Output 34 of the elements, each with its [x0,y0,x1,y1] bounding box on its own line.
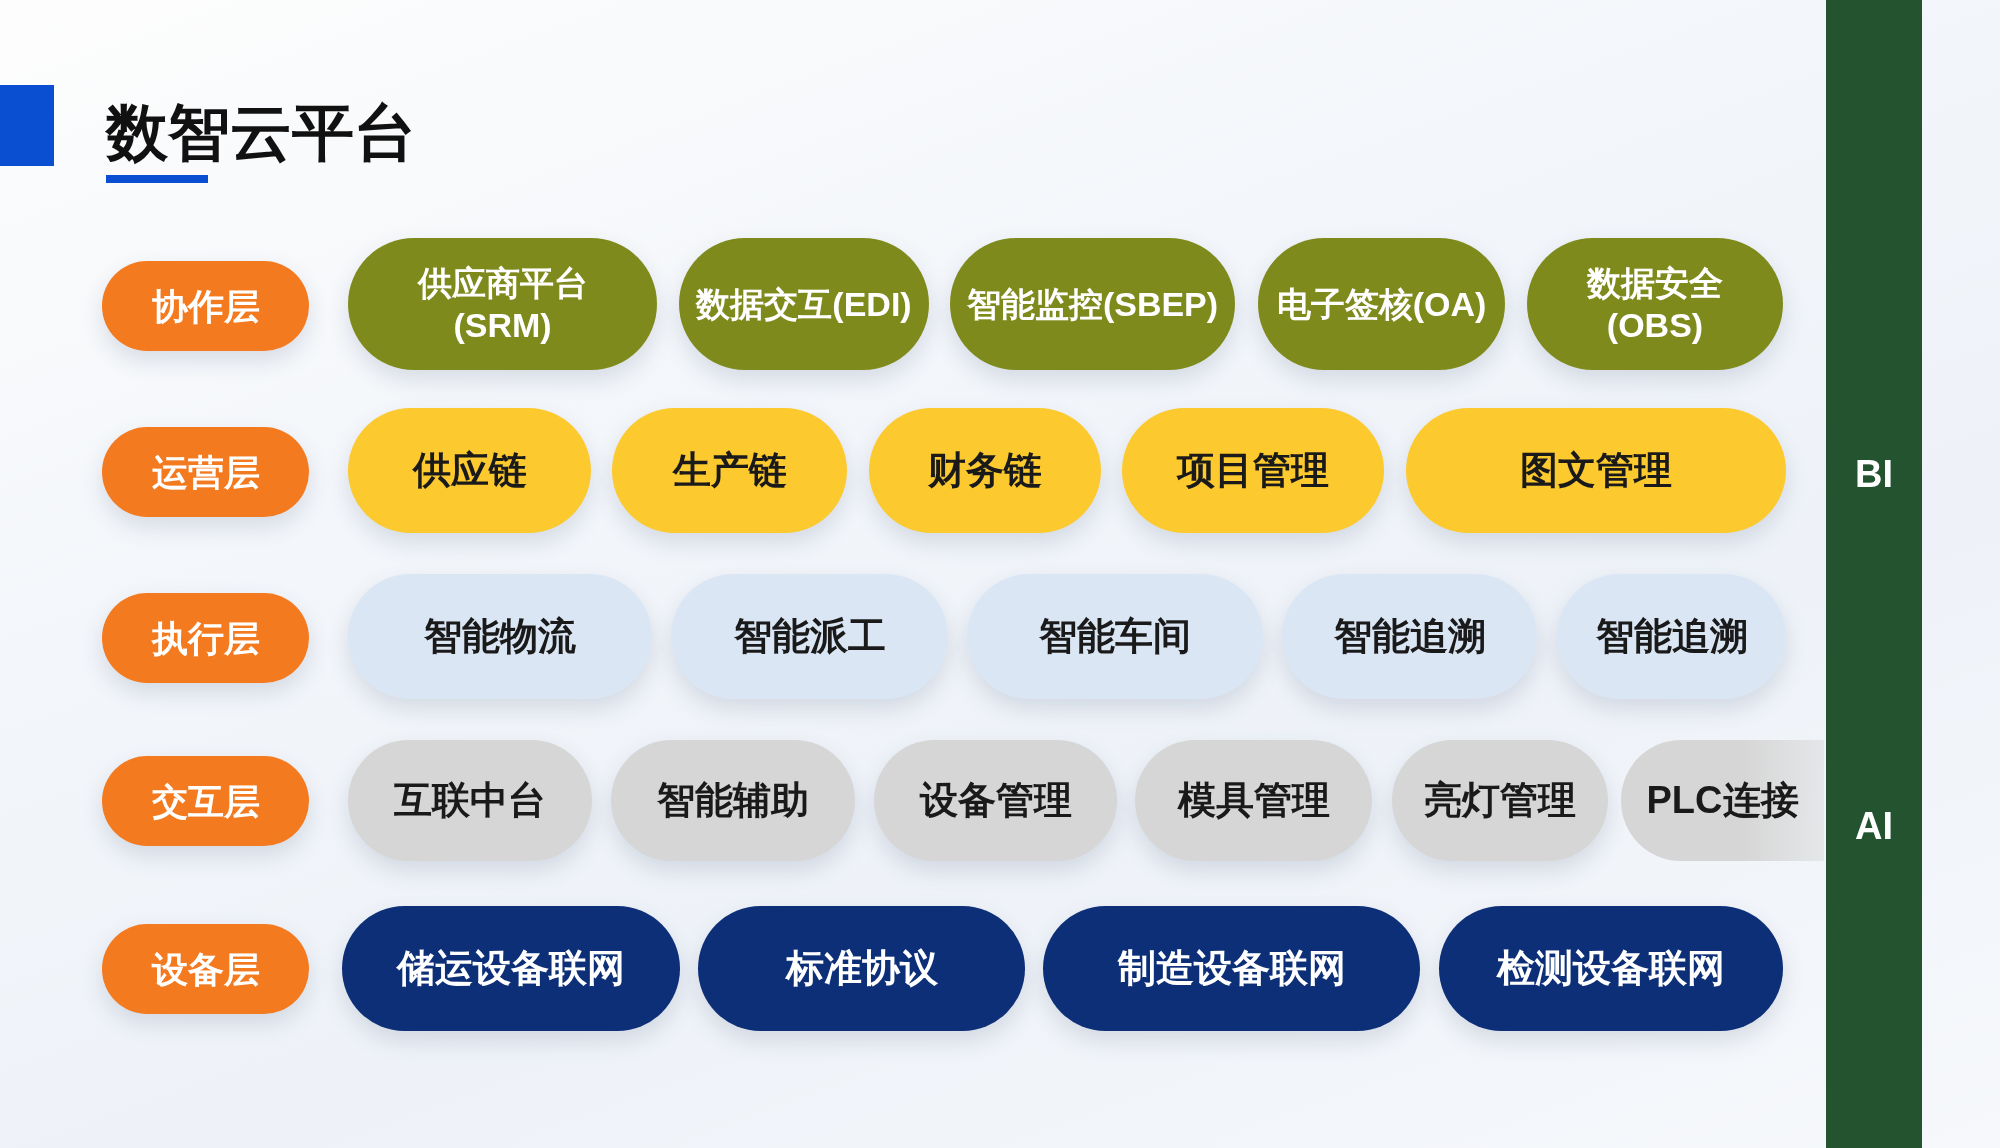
module-chip: 智能辅助 [611,740,855,861]
module-chip: 数据交互(EDI) [679,238,929,370]
layer-label: 执行层 [102,593,309,683]
module-chip: 数据安全(OBS) [1527,238,1783,370]
layer-label: 协作层 [102,261,309,351]
module-chip: 智能追溯 [1557,574,1786,699]
module-chip: 智能车间 [967,574,1263,699]
module-chip: 供应链 [348,408,591,533]
module-chip: 模具管理 [1135,740,1372,861]
band-label: BI [1854,452,1894,497]
side-band [1826,0,1922,1148]
module-chip: PLC连接 [1621,740,1824,861]
module-chip: 标准协议 [698,906,1025,1031]
module-chip: 财务链 [869,408,1101,533]
module-chip: 储运设备联网 [342,906,680,1031]
module-chip: 设备管理 [874,740,1117,861]
module-chip: 电子签核(OA) [1258,238,1505,370]
module-chip: 智能物流 [348,574,652,699]
module-chip: 图文管理 [1406,408,1786,533]
module-chip: 亮灯管理 [1392,740,1608,861]
module-chip: 生产链 [612,408,847,533]
layer-label: 设备层 [102,924,309,1014]
module-chip: 智能追溯 [1282,574,1537,699]
module-chip: 项目管理 [1122,408,1384,533]
page-title: 数智云平台 [106,97,416,169]
layer-label: 交互层 [102,756,309,846]
band-label: AI [1854,804,1894,849]
module-chip: 供应商平台(SRM) [348,238,657,370]
module-chip: 智能监控(SBEP) [950,238,1235,370]
module-chip: 制造设备联网 [1043,906,1420,1031]
module-chip: 智能派工 [671,574,948,699]
module-chip: 检测设备联网 [1439,906,1783,1031]
layer-label: 运营层 [102,427,309,517]
module-chip: 互联中台 [348,740,592,861]
